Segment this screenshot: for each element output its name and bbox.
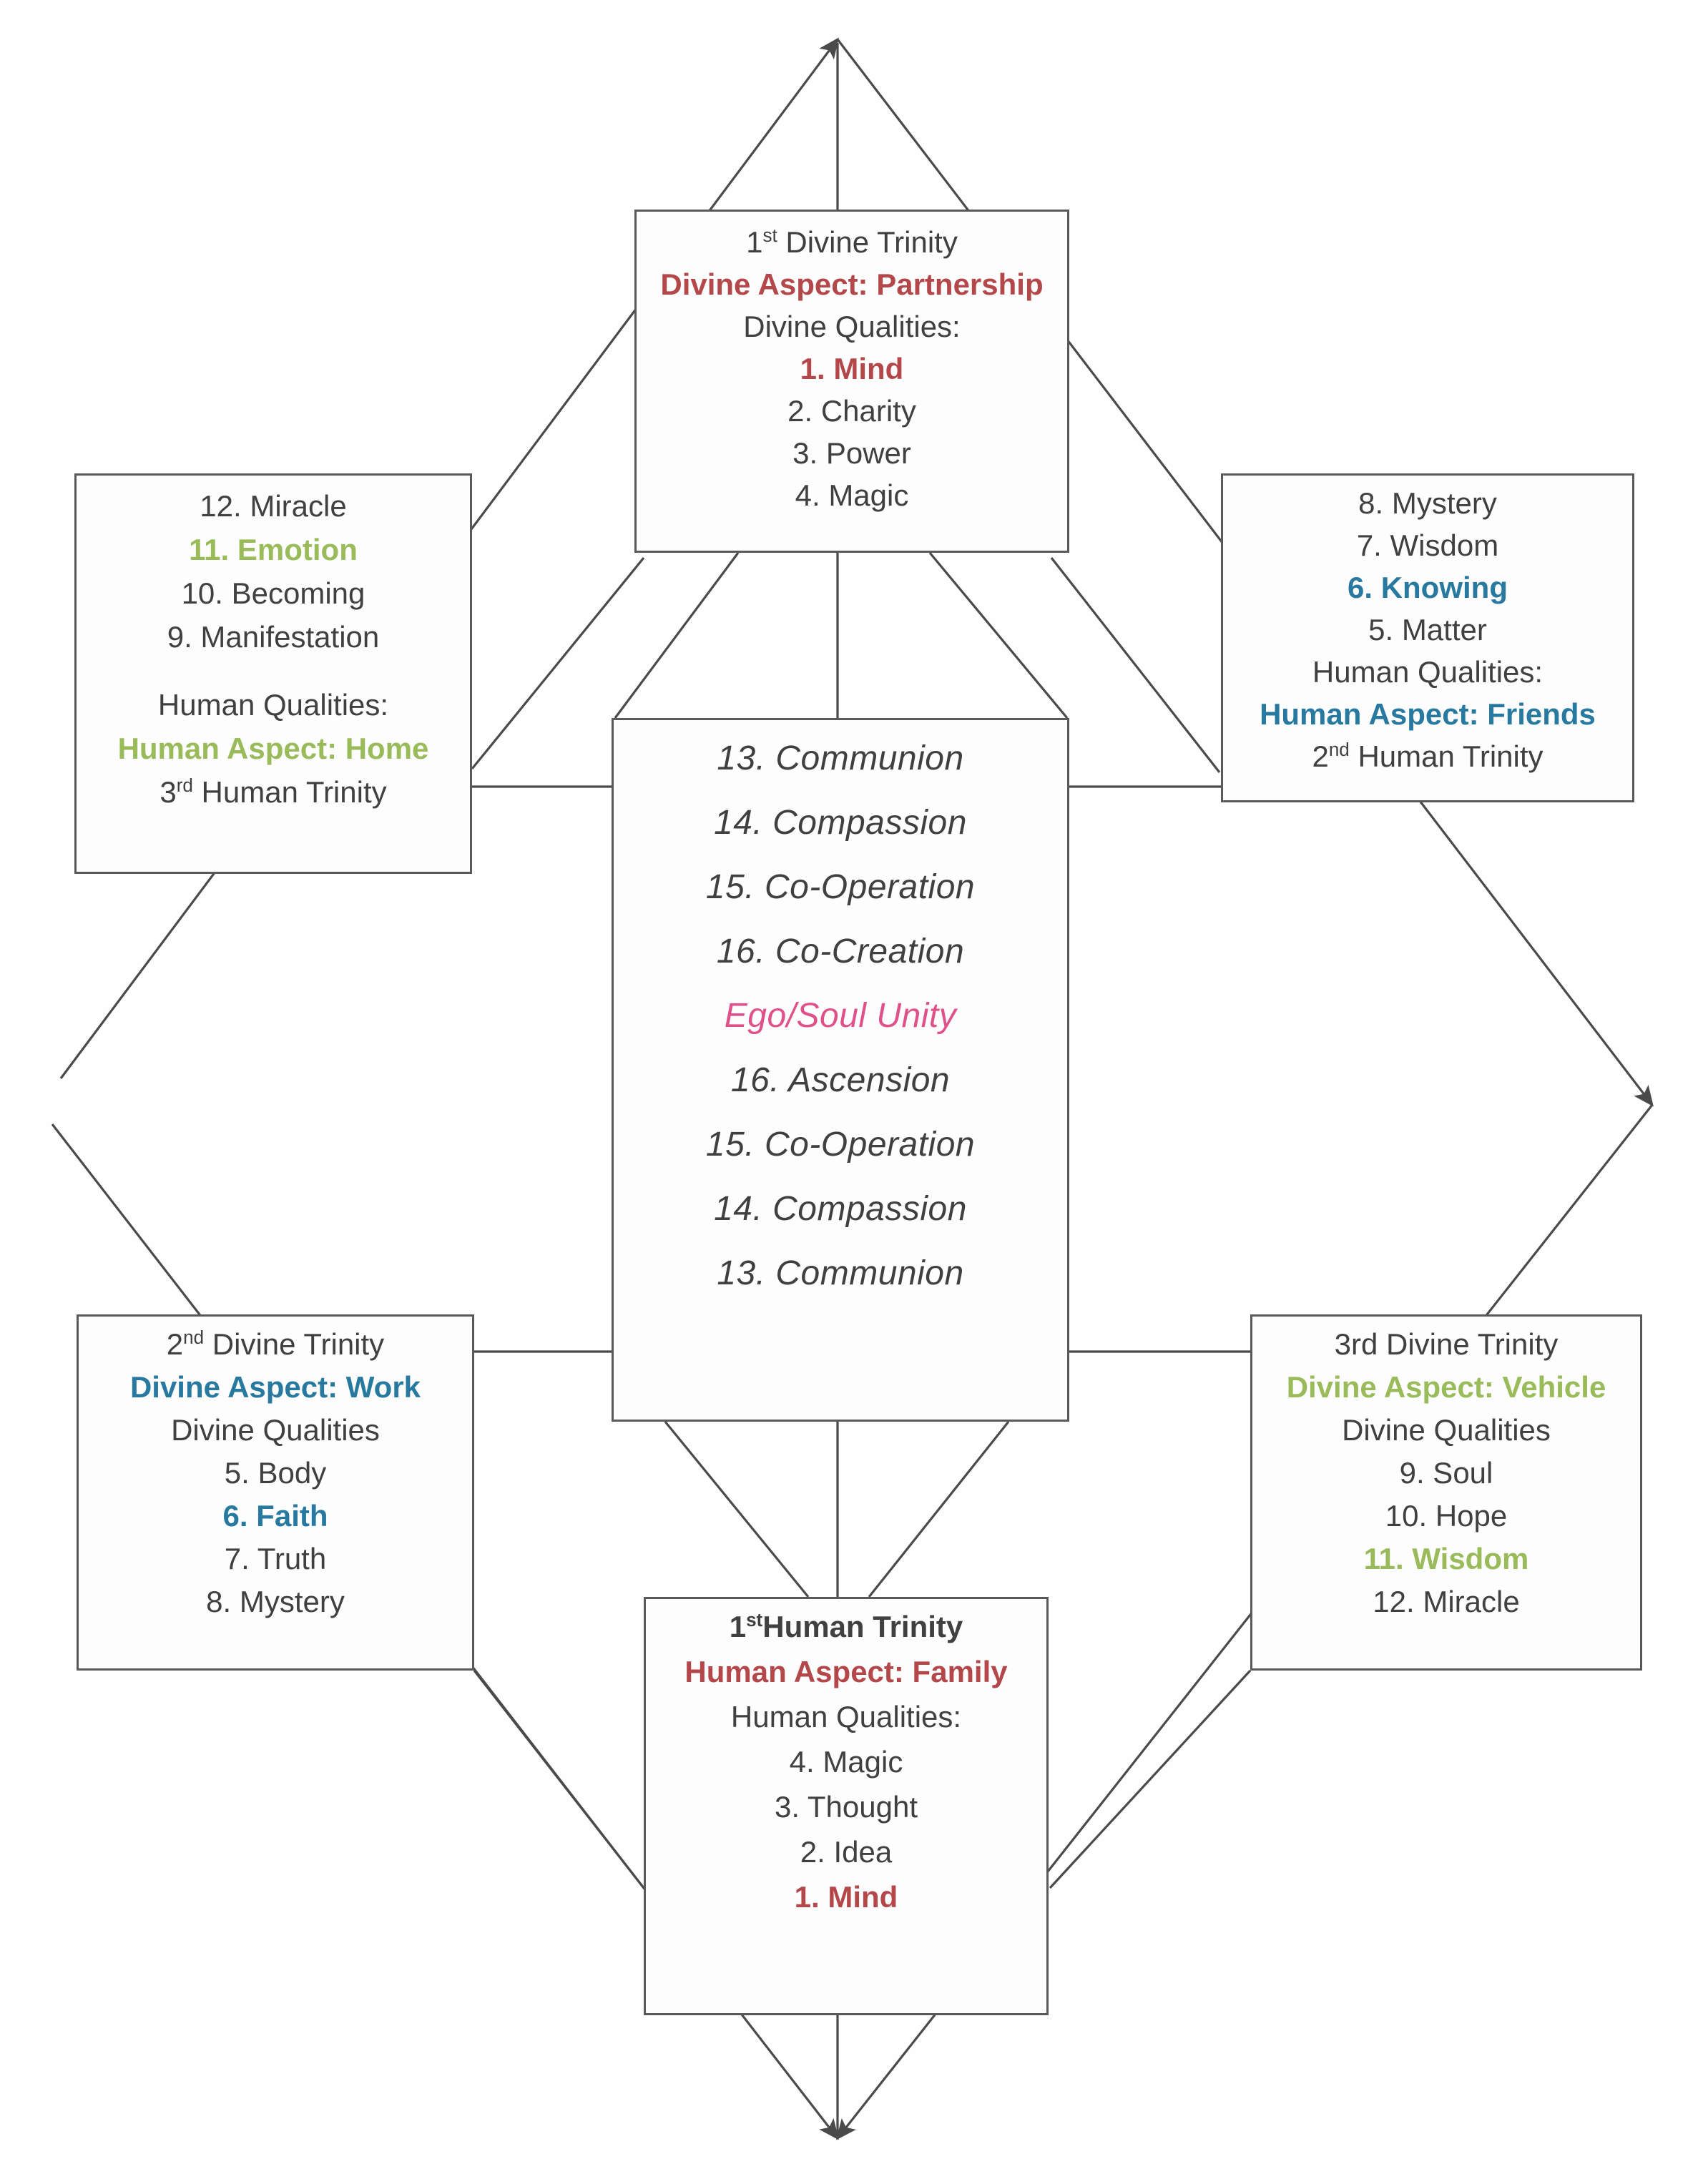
box-top-line-2: Divine Qualities:: [743, 310, 961, 343]
box-bottom-line-5: 2. Idea: [800, 1835, 893, 1869]
box-top-line-3: 1. Mind: [800, 352, 904, 385]
box-top-line-6: 4. Magic: [795, 478, 909, 512]
line-topbox-right-to-centerbox: [928, 551, 1069, 719]
box-center-line-4: Ego/Soul Unity: [724, 997, 957, 1035]
box-bl-line-4: 6. Faith: [222, 1499, 328, 1533]
box-right-line-3: 5. Matter: [1368, 613, 1487, 646]
box-center-line-5: 16. Ascension: [730, 1061, 951, 1099]
line-centerbox-left-to-bottombox: [664, 1420, 810, 1598]
box-bl-line-0: 2nd Divine Trinity: [166, 1327, 385, 1361]
box-top-line-4: 2. Charity: [787, 394, 916, 428]
box-br-line-2: Divine Qualities: [1342, 1413, 1551, 1447]
box-center-line-3: 16. Co-Creation: [716, 933, 965, 970]
box-bottom-line-3: 4. Magic: [789, 1745, 903, 1779]
box-bl-line-5: 7. Truth: [224, 1542, 327, 1575]
box-right-line-2: 6. Knowing: [1348, 571, 1508, 604]
box-br-line-4: 10. Hope: [1385, 1499, 1508, 1533]
box-br-line-5: 11. Wisdom: [1363, 1542, 1529, 1575]
box-bottom-line-6: 1. Mind: [794, 1880, 898, 1914]
box-left-line-1: 11. Emotion: [189, 533, 358, 566]
line-centerbox-right-to-bottombox: [868, 1421, 1010, 1598]
box-bottom-line-0: 1stHuman Trinity: [729, 1609, 963, 1643]
box-bl-line-3: 5. Body: [224, 1456, 327, 1490]
box-center-line-0: 13. Communion: [717, 739, 964, 777]
box-center-line-7: 14. Compassion: [714, 1190, 967, 1228]
box-center-line-8: 13. Communion: [717, 1254, 964, 1292]
box-top-line-1: Divine Aspect: Partnership: [660, 267, 1044, 301]
box-center-line-6: 15. Co-Operation: [705, 1126, 976, 1164]
box-br-line-0: 3rd Divine Trinity: [1334, 1327, 1559, 1361]
box-right-line-6: 2nd Human Trinity: [1312, 739, 1543, 773]
box-right-line-1: 7. Wisdom: [1356, 528, 1499, 562]
box-second-divine-trinity[interactable]: 2nd Divine Trinity Divine Aspect: Work D…: [77, 1314, 474, 1671]
box-right-line-4: Human Qualities:: [1312, 655, 1543, 689]
box-second-human-trinity[interactable]: 8. Mystery 7. Wisdom 6. Knowing 5. Matte…: [1221, 473, 1634, 802]
line-bottomrightbox-to-bottombox: [1049, 1669, 1252, 1889]
box-first-human-trinity[interactable]: 1stHuman Trinity Human Aspect: Family Hu…: [644, 1597, 1049, 2015]
line-topbox-to-leftbox: [471, 556, 645, 770]
box-right-line-0: 8. Mystery: [1358, 486, 1497, 520]
box-center-line-1: 14. Compassion: [714, 804, 967, 842]
box-ego-soul-unity[interactable]: 13. Communion 14. Compassion 15. Co-Oper…: [612, 718, 1069, 1422]
box-first-divine-trinity[interactable]: 1st Divine Trinity Divine Aspect: Partne…: [634, 210, 1069, 553]
box-third-human-trinity[interactable]: 12. Miracle 11. Emotion 10. Becoming 9. …: [74, 473, 472, 874]
box-top-line-5: 3. Power: [792, 436, 911, 470]
box-bl-line-2: Divine Qualities: [171, 1413, 380, 1447]
box-top-line-0: 1st Divine Trinity: [746, 225, 958, 259]
box-bottom-line-1: Human Aspect: Family: [684, 1655, 1008, 1688]
box-center-line-2: 15. Co-Operation: [705, 868, 976, 906]
line-topbox-left-to-centerbox: [614, 552, 740, 719]
box-left-line-0: 12. Miracle: [200, 489, 347, 523]
box-third-divine-trinity[interactable]: 3rd Divine Trinity Divine Aspect: Vehicl…: [1250, 1314, 1642, 1671]
box-bl-line-1: Divine Aspect: Work: [129, 1370, 421, 1404]
box-br-line-3: 9. Soul: [1399, 1456, 1493, 1490]
box-bl-line-6: 8. Mystery: [206, 1585, 345, 1618]
box-br-line-1: Divine Aspect: Vehicle: [1286, 1370, 1606, 1404]
box-br-line-6: 12. Miracle: [1373, 1585, 1520, 1618]
box-left-spacer: [77, 666, 470, 690]
box-right-line-5: Human Aspect: Friends: [1260, 697, 1596, 731]
line-bottomleftbox-to-bottombox: [473, 1670, 645, 1889]
box-left-line-6: Human Aspect: Home: [117, 732, 429, 765]
box-bottom-line-2: Human Qualities:: [730, 1700, 962, 1733]
line-topbox-to-rightbox: [1050, 557, 1221, 773]
box-left-line-2: 10. Becoming: [181, 576, 365, 610]
box-bottom-line-4: 3. Thought: [774, 1790, 918, 1824]
box-left-line-3: 9. Manifestation: [167, 620, 380, 654]
box-left-line-5: Human Qualities:: [157, 688, 389, 722]
box-left-line-7: 3rd Human Trinity: [159, 774, 387, 809]
